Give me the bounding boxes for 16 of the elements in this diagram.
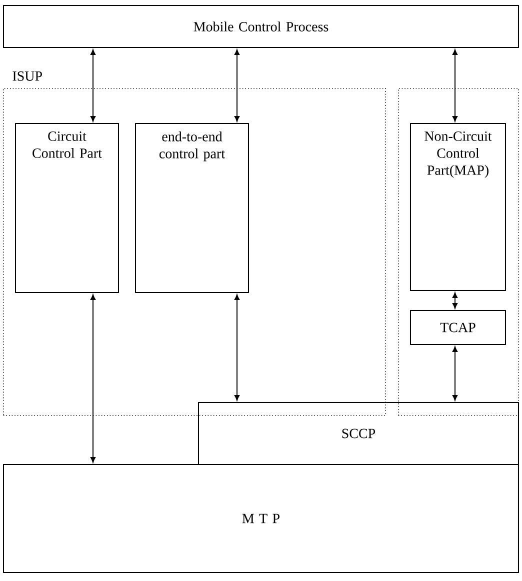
arrow (90, 49, 96, 122)
process-box: Circuit Control Part (15, 123, 119, 293)
arrow (234, 49, 240, 122)
process-box: M T P (3, 464, 519, 573)
process-box: TCAP (410, 310, 506, 345)
dotted-group-box (398, 88, 519, 416)
process-box: end-to-end control part (135, 123, 249, 293)
arrow (90, 294, 96, 463)
arrow (452, 292, 458, 309)
arrow (234, 294, 240, 401)
arrow (452, 49, 458, 122)
node-label: ISUP (12, 71, 42, 81)
process-box: Non-Circuit Control Part(MAP) (410, 123, 506, 291)
process-box: SCCP (198, 402, 519, 465)
arrow (452, 346, 458, 401)
process-box: Mobile Control Process (3, 5, 519, 48)
